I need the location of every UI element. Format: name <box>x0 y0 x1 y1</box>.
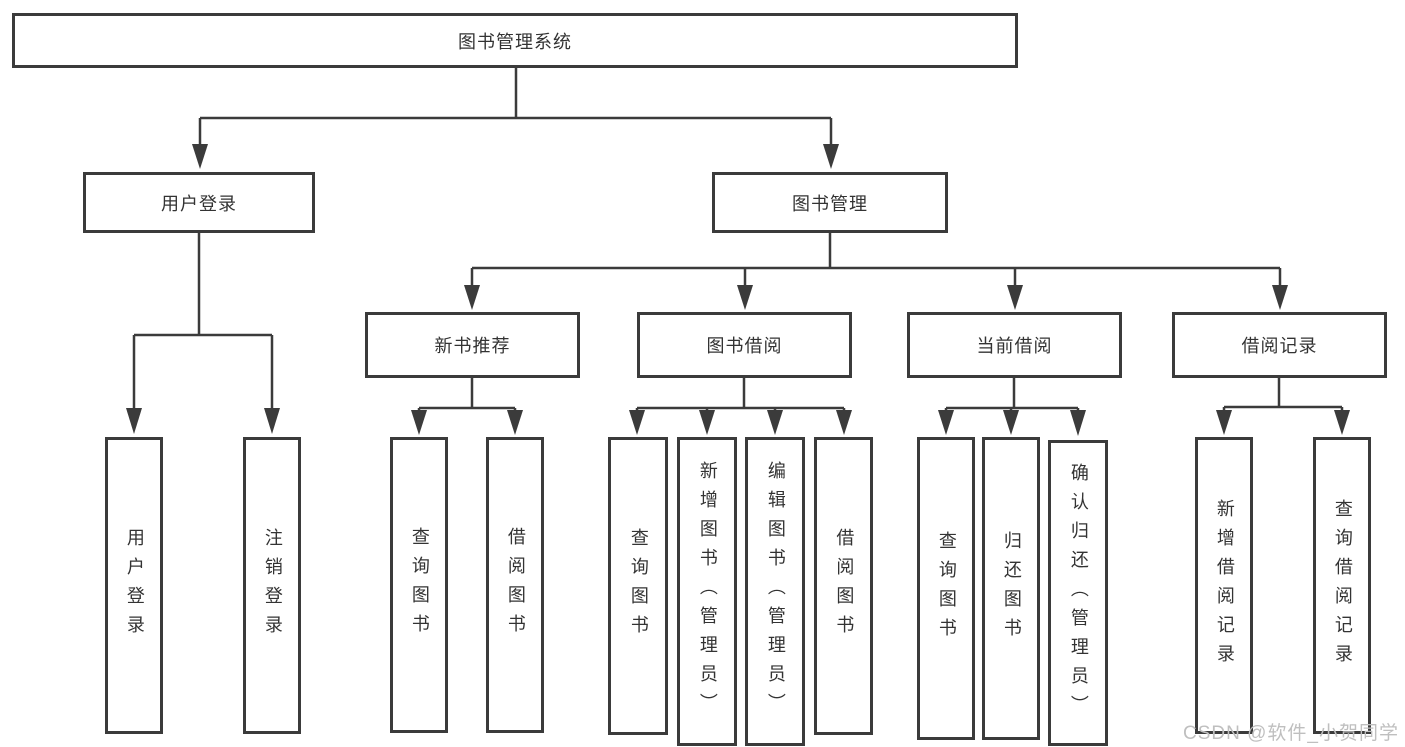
node-book-borrowing: 图书借阅 <box>637 312 852 378</box>
node-add-borrow-record: 新增借阅记录 <box>1195 437 1253 734</box>
node-query-borrow-record: 查询借阅记录 <box>1313 437 1371 734</box>
arrowhead <box>1272 285 1288 310</box>
connector-borrowing-records <box>1216 378 1350 435</box>
node-borrowing-records: 借阅记录 <box>1172 312 1387 378</box>
node-logout: 注销登录 <box>243 437 301 734</box>
node-query-books-borrowing: 查询图书 <box>608 437 668 735</box>
node-query-books-current: 查询图书 <box>917 437 975 740</box>
node-borrow-books-recommend: 借阅图书 <box>486 437 544 733</box>
arrowhead <box>836 410 852 435</box>
arrowhead <box>411 410 427 435</box>
node-library-management-system: 图书管理系统 <box>12 13 1018 68</box>
node-confirm-return-admin: 确认归还（管理员） <box>1048 440 1108 746</box>
arrowhead <box>264 408 280 434</box>
arrowhead <box>629 410 645 435</box>
node-book-management: 图书管理 <box>712 172 948 233</box>
node-user-login-leaf: 用户登录 <box>105 437 163 734</box>
arrowhead <box>767 410 783 435</box>
arrowhead <box>1334 410 1350 435</box>
arrowhead <box>823 144 839 169</box>
arrowhead <box>1070 410 1086 436</box>
node-query-books-recommend: 查询图书 <box>390 437 448 733</box>
connector-book-management <box>464 232 1288 310</box>
connector-root <box>192 68 839 169</box>
node-new-book-recommendation: 新书推荐 <box>365 312 580 378</box>
node-add-book-admin: 新增图书（管理员） <box>677 437 737 746</box>
arrowhead <box>126 408 142 434</box>
connector-book-borrowing <box>629 378 852 435</box>
arrowhead <box>507 410 523 435</box>
arrowhead <box>737 285 753 310</box>
node-user-login: 用户登录 <box>83 172 315 233</box>
arrowhead <box>1216 410 1232 435</box>
arrowhead <box>938 410 954 435</box>
arrowhead <box>1007 285 1023 310</box>
arrowhead <box>192 144 208 169</box>
connector-current-borrowing <box>938 378 1086 436</box>
node-borrow-books-leaf: 借阅图书 <box>814 437 873 735</box>
watermark-csdn: CSDN @软件_小贺同学 <box>1183 723 1399 744</box>
node-return-books: 归还图书 <box>982 437 1040 740</box>
connector-user-login <box>126 232 280 434</box>
arrowhead <box>1003 410 1019 435</box>
node-edit-book-admin: 编辑图书（管理员） <box>745 437 805 746</box>
arrowhead <box>699 410 715 435</box>
arrowhead <box>464 285 480 310</box>
node-current-borrowing: 当前借阅 <box>907 312 1122 378</box>
connector-new-book-recommendation <box>411 378 523 435</box>
